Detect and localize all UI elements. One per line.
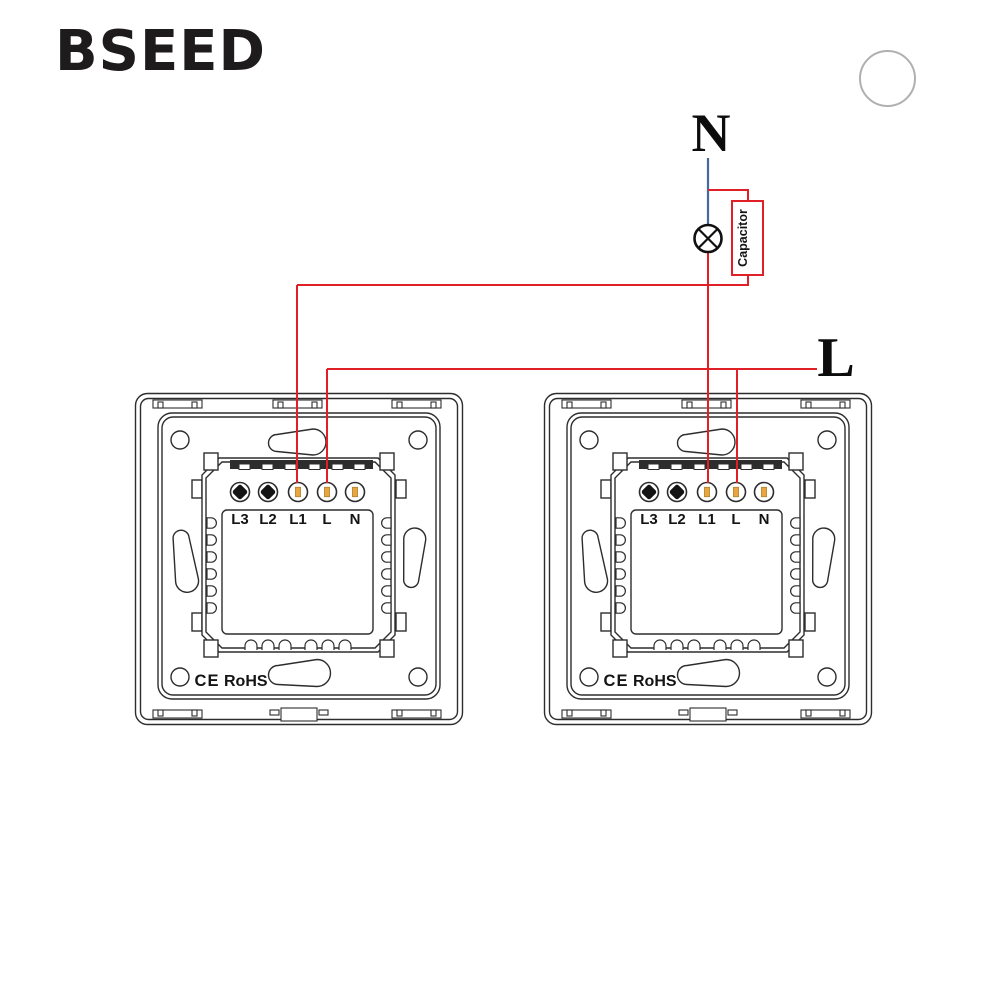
screw-head-l2 xyxy=(260,484,276,500)
lamp-icon xyxy=(693,223,723,254)
terminal-rail xyxy=(639,460,782,470)
terminal-label-l: L xyxy=(322,511,331,528)
terminal-label-l3: L3 xyxy=(231,511,249,528)
circle-marker xyxy=(859,50,916,107)
live-wire-label: L xyxy=(817,327,855,389)
slot-right xyxy=(402,527,427,589)
bottom-clips xyxy=(244,639,352,650)
capacitor: Capacitor xyxy=(731,200,764,276)
terminal-label-l: L xyxy=(731,511,740,528)
plate-line-art xyxy=(134,392,464,726)
terminal-labels: L3 L2 L1 L N xyxy=(231,511,360,528)
plate-line-art xyxy=(543,392,873,726)
rohs-mark: RoHS xyxy=(633,673,677,690)
switch-backplate-right: L3 L2 L1 L N CE RoHS xyxy=(543,392,873,726)
screw-slot-l1 xyxy=(704,486,710,498)
rohs-mark: RoHS xyxy=(224,673,268,690)
screw-slot-n xyxy=(761,486,767,498)
terminal-label-l1: L1 xyxy=(698,511,716,528)
switch-backplate-left: L3 L2 L1 L N CE RoHS xyxy=(134,392,464,726)
slot-left xyxy=(581,529,609,593)
terminal-label-n: N xyxy=(759,511,770,528)
wire-capacitor-bottom xyxy=(708,275,749,286)
screw-slot-n xyxy=(352,486,358,498)
terminal-labels: L3 L2 L1 L N xyxy=(640,511,769,528)
capacitor-label: Capacitor xyxy=(736,209,750,267)
bseed-logo: BSEED xyxy=(55,19,267,84)
terminal-label-n: N xyxy=(350,511,361,528)
terminal-screws xyxy=(229,481,366,503)
slot-bottom xyxy=(676,658,741,688)
slot-left xyxy=(172,529,200,593)
screw-slot-l xyxy=(324,486,330,498)
slot-right xyxy=(811,527,836,589)
screw-slot-l xyxy=(733,486,739,498)
side-clips xyxy=(206,517,392,614)
terminal-rail xyxy=(230,460,373,470)
terminal-label-l2: L2 xyxy=(668,511,686,528)
wire-capacitor-top xyxy=(708,189,749,201)
side-clips xyxy=(615,517,801,614)
ce-mark: CE xyxy=(195,672,220,690)
slot-bottom xyxy=(267,658,332,688)
terminal-label-l1: L1 xyxy=(289,511,307,528)
bottom-clips xyxy=(653,639,761,650)
neutral-wire-label: N xyxy=(691,103,731,163)
ce-mark: CE xyxy=(604,672,629,690)
terminal-label-l2: L2 xyxy=(259,511,277,528)
terminal-label-l3: L3 xyxy=(640,511,658,528)
screw-head-l2 xyxy=(669,484,685,500)
screw-head-l3 xyxy=(641,484,657,500)
slot-top xyxy=(676,428,736,456)
screw-slot-l1 xyxy=(295,486,301,498)
screw-head-l3 xyxy=(232,484,248,500)
